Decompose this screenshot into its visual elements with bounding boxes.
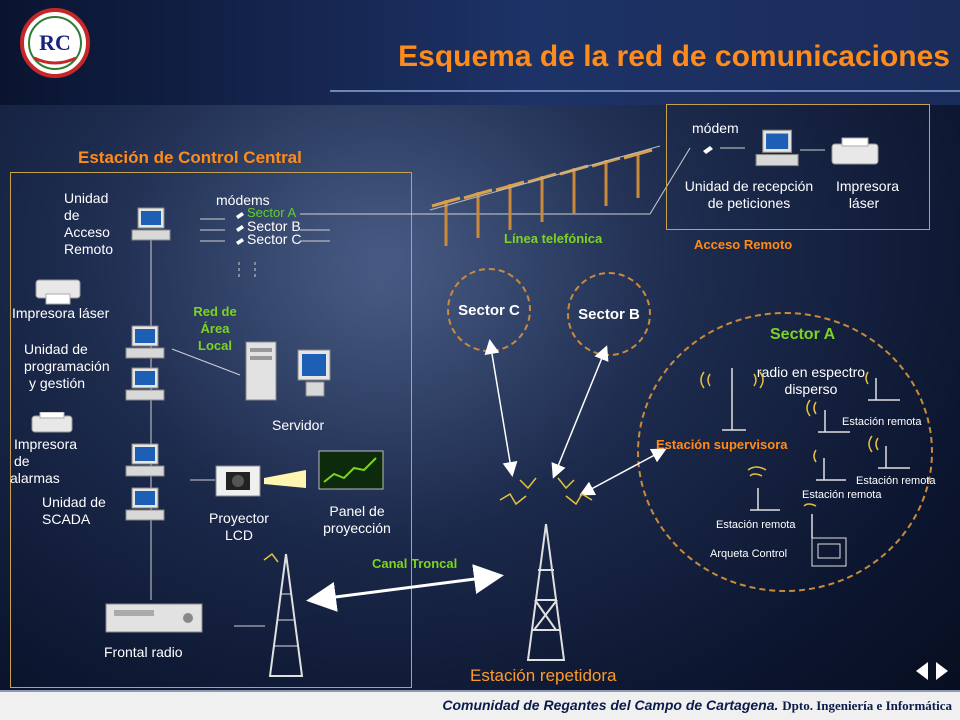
radio-front-label: Frontal radio xyxy=(104,644,183,660)
server-label: Servidor xyxy=(272,417,325,433)
header-bar xyxy=(0,0,960,105)
logo-letters: RC xyxy=(39,30,71,55)
scada-label: Unidad de SCADA xyxy=(42,494,106,527)
remote-access-pc-icon xyxy=(131,207,171,241)
scada-pc-1-icon xyxy=(125,443,165,477)
projection-panel-icon xyxy=(318,450,384,490)
spread-spectrum-label: radio en espectro disperso xyxy=(756,364,866,397)
footer-text: Comunidad de Regantes del Campo de Carta… xyxy=(340,697,952,714)
previous-slide-icon[interactable] xyxy=(912,660,932,682)
trunk-channel-label: Canal Troncal xyxy=(372,556,458,571)
remote-station-1-label: Estación remota xyxy=(842,416,922,428)
phone-line-poles xyxy=(429,145,661,246)
remote-access-unit-label: Unidad de Acceso Remoto xyxy=(64,190,114,257)
programming-pc-1-icon xyxy=(125,325,165,359)
modem-sector-a: Sector A xyxy=(247,205,297,220)
programming-pc-2-icon xyxy=(125,367,165,401)
footer-department: Dpto. Ingeniería e Informática xyxy=(782,698,952,713)
projector-label: Proyector LCD xyxy=(209,510,269,543)
remote-modem-label: módem xyxy=(692,120,739,136)
laser-printer-icon xyxy=(35,279,81,305)
footer-bar xyxy=(0,690,960,720)
footer-organization: Comunidad de Regantes del Campo de Carta… xyxy=(442,697,779,713)
programming-unit-label: Unidad de programación y gestión xyxy=(24,341,110,391)
modem-sector-list: Sector A Sector B Sector C xyxy=(232,205,302,247)
projector-icon xyxy=(215,465,306,497)
alarm-printer-icon xyxy=(31,412,73,433)
scada-pc-2-icon xyxy=(125,487,165,521)
modem-sector-c: Sector C xyxy=(247,231,302,247)
remote-printer-label: Impresora láser xyxy=(836,178,900,211)
lan-label: Red de Área Local xyxy=(193,304,237,353)
supervisor-station-label: Estación supervisora xyxy=(656,437,788,452)
sector-b-circle: Sector B xyxy=(567,272,651,356)
projection-panel-label: Panel de proyección xyxy=(323,503,391,536)
remote-printer-icon xyxy=(831,137,879,165)
page-title: Esquema de la red de comunicaciones xyxy=(398,40,950,73)
alarm-printer-label: Impresora de alarmas xyxy=(10,436,78,486)
remote-station-3-label: Estación remota xyxy=(802,489,882,501)
central-station-heading: Estación de Control Central xyxy=(78,148,302,167)
laser-printer-label: Impresora láser xyxy=(12,305,110,321)
modem-icons xyxy=(236,212,244,245)
central-station-box xyxy=(10,172,412,688)
remote-access-box xyxy=(666,104,930,230)
reception-unit-label: Unidad de recepción de peticiones xyxy=(684,178,814,211)
remote-access-label: Acceso Remoto xyxy=(694,237,793,252)
central-tower-icon xyxy=(268,553,304,677)
logo: RC xyxy=(20,8,90,78)
title-rule xyxy=(330,90,960,92)
phone-line-label: Línea telefónica xyxy=(504,231,603,246)
server-icon xyxy=(245,341,331,401)
control-box-label: Arqueta Control xyxy=(710,548,788,560)
next-slide-icon[interactable] xyxy=(932,660,952,682)
remote-modem-icon xyxy=(703,146,713,154)
radio-front-icon xyxy=(105,603,203,633)
sector-a-stations xyxy=(700,368,910,567)
remote-station-2-label: Estación remota xyxy=(856,475,936,487)
remote-station-4-label: Estación remota xyxy=(716,519,796,531)
sector-a-label: Sector A xyxy=(770,326,836,343)
modem-sector-b: Sector B xyxy=(247,218,301,234)
reception-pc-icon xyxy=(755,129,799,167)
modems-label: módems xyxy=(216,192,270,208)
repeater-station-label: Estación repetidora xyxy=(470,666,617,685)
